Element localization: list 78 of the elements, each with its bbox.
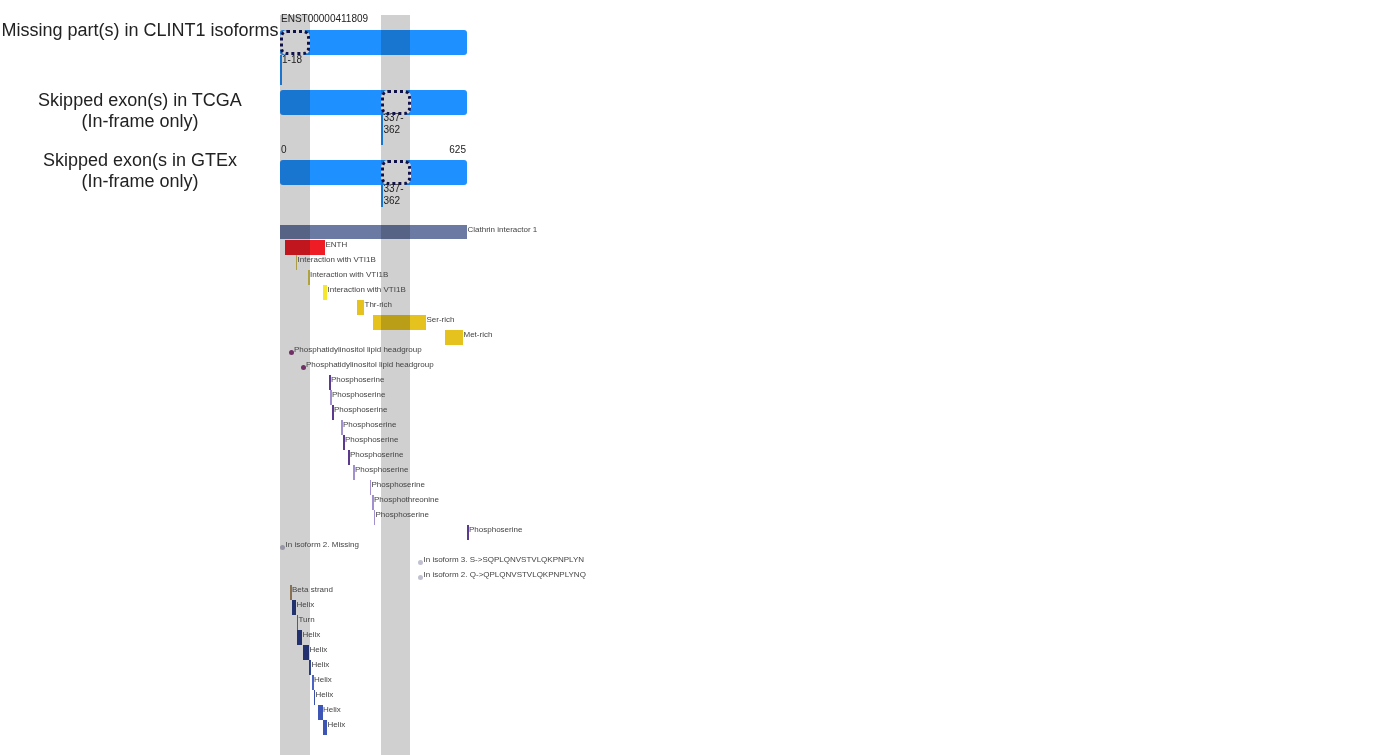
feature-bar [322, 720, 327, 735]
feature-label: Phosphatidylinositol lipid headgroup [306, 360, 434, 370]
feature-label: Phosphoserine [343, 420, 397, 430]
feature-label: Thr-rich [364, 300, 393, 310]
feature-label: Phosphothreonine [374, 495, 439, 505]
feature-label: Ser-rich [426, 315, 455, 325]
feature-label: Interaction with VTI1B [327, 285, 406, 295]
site-marker-line [329, 375, 331, 390]
track-heading: Skipped exon(s) in TCGA (In-frame only) [37, 89, 243, 132]
feature-label: Helix [309, 645, 328, 655]
feature-label: Clathrin interactor 1 [467, 225, 538, 235]
feature-label: Phosphatidylinositol lipid headgroup [294, 345, 422, 355]
site-marker-line [308, 270, 310, 285]
feature-label: Phosphoserine [375, 510, 429, 520]
missing-region-box [381, 160, 411, 185]
feature-bar [292, 600, 296, 615]
feature-label: Helix [311, 660, 330, 670]
feature-label: Interaction with VTI1B [297, 255, 376, 265]
feature-bar [280, 225, 467, 239]
feature-bar [285, 240, 325, 255]
range-label: 337- 362 [383, 183, 405, 207]
feature-bar [311, 675, 314, 690]
site-marker-line [353, 465, 355, 480]
feature-label: Helix [314, 675, 332, 685]
feature-label: Phosphoserine [371, 480, 425, 490]
site-dot-icon [288, 349, 294, 355]
feature-label: Phosphoserine [332, 390, 386, 400]
feature-label: Helix [302, 630, 321, 640]
feature-label: Phosphoserine [355, 465, 409, 475]
feature-bar [318, 705, 323, 720]
feature-bar [303, 645, 309, 660]
feature-label: Helix [296, 600, 315, 610]
missing-region-box [280, 30, 310, 55]
site-marker-line [330, 390, 332, 405]
feature-label: Phosphoserine [350, 450, 404, 460]
axis-label: 0 [281, 144, 287, 156]
feature-label: ENTH [325, 240, 348, 250]
axis-label: 625 [449, 144, 466, 156]
site-dot-icon [280, 544, 285, 550]
site-dot-icon [418, 574, 423, 580]
track-heading: Missing part(s) in CLINT1 isoforms [0, 19, 280, 41]
site-marker-line [372, 495, 374, 510]
feature-label: Interaction with VTI1B [310, 270, 389, 280]
site-marker-line [369, 480, 371, 495]
range-label: 1-18 [282, 54, 302, 66]
feature-label: Helix [323, 705, 341, 715]
feature-label: Beta strand [292, 585, 333, 595]
feature-bar [322, 285, 327, 300]
site-dot-icon [418, 559, 423, 565]
feature-label: Phosphoserine [345, 435, 399, 445]
range-label: 337- 362 [383, 112, 405, 136]
feature-bar [373, 315, 426, 330]
site-marker-line [290, 585, 292, 600]
feature-label: In isoform 2. Missing [285, 540, 359, 550]
transcript-id-label: ENST00000411809 [281, 13, 369, 25]
track-heading: Skipped exon(s in GTEx (In-frame only) [41, 149, 239, 192]
feature-label: Met-rich [463, 330, 493, 340]
missing-region-box [381, 90, 411, 115]
feature-label: In isoform 2. Q->QPLQNVSTVLQKPNPLYNQ [423, 570, 586, 580]
feature-label: Turn [298, 615, 315, 625]
site-marker-line [332, 405, 334, 420]
site-marker-line [296, 615, 298, 630]
feature-label: Phosphoserine [334, 405, 388, 415]
feature-label: Helix [327, 720, 346, 730]
feature-label: Phosphoserine [469, 525, 523, 535]
site-marker-line [348, 450, 350, 465]
feature-bar [445, 330, 463, 345]
feature-label: Helix [315, 690, 334, 700]
feature-bar [297, 630, 302, 645]
site-marker-line [341, 420, 343, 435]
feature-label: In isoform 3. S->SQPLQNVSTVLQKPNPLYN [423, 555, 585, 565]
feature-bar [357, 300, 364, 315]
feature-label: Phosphoserine [331, 375, 385, 385]
site-marker-line [295, 255, 297, 270]
site-marker-line [343, 435, 345, 450]
site-marker-line [373, 510, 375, 525]
site-marker-line [467, 525, 469, 540]
site-dot-icon [300, 364, 306, 370]
